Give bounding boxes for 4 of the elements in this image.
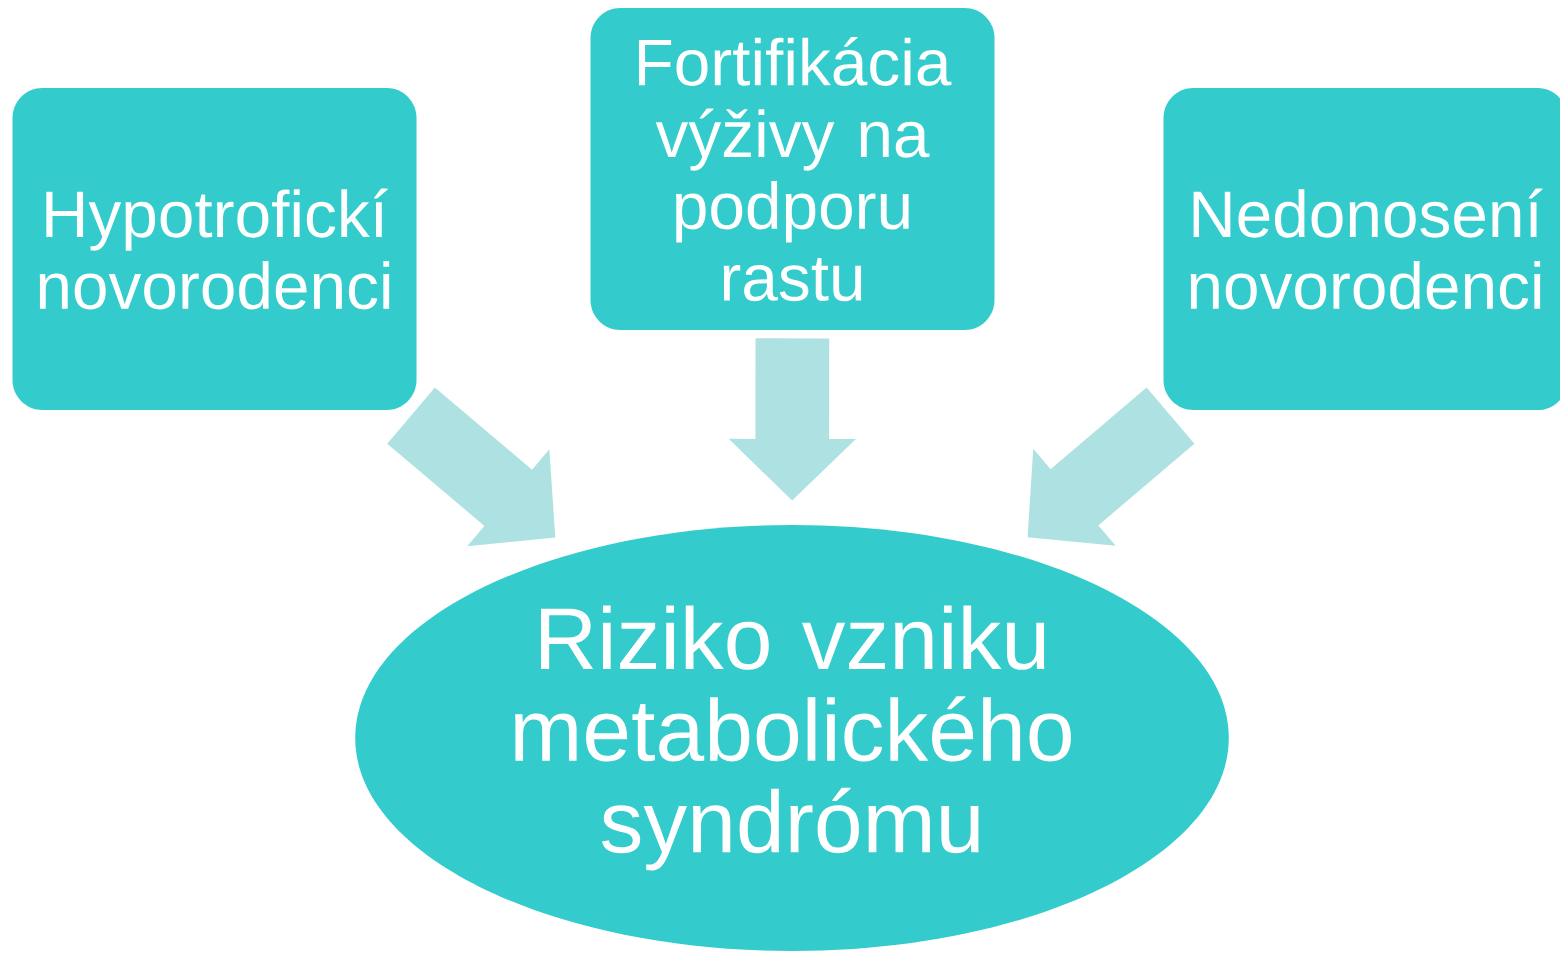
rounded-box: Nedonosení novorodenci xyxy=(1163,88,1560,410)
rounded-box: Fortifikácia výživy na podporu rastu xyxy=(590,8,995,330)
rounded-box: Hypotrofickí novorodenci xyxy=(12,88,417,410)
ellipse-node: Riziko vzniku metabolického syndrómu xyxy=(355,525,1229,951)
